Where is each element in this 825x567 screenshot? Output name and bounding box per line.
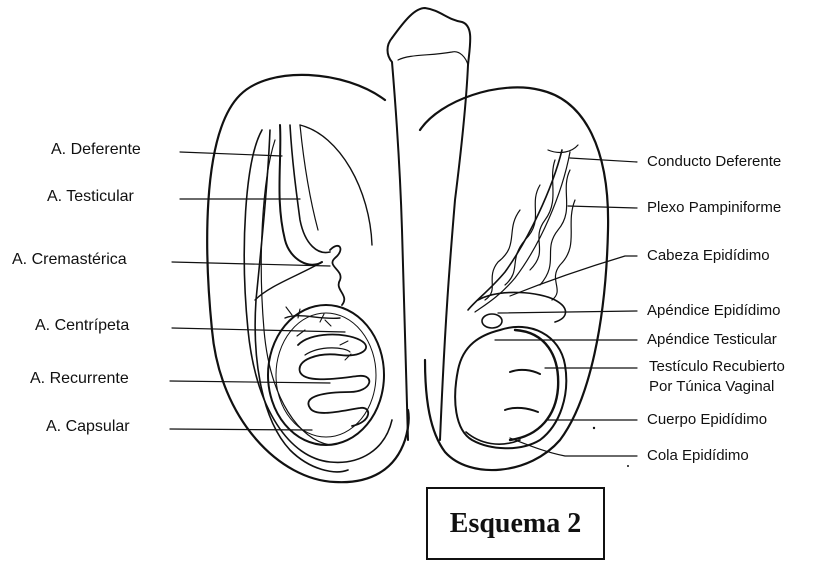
leader-lines-right <box>495 158 637 456</box>
label-a-testicular: A. Testicular <box>47 188 134 206</box>
label-testiculo-recubierto: Testículo Recubierto <box>649 358 785 376</box>
caption-box: Esquema 2 <box>426 487 605 560</box>
label-conducto-deferente: Conducto Deferente <box>647 153 781 171</box>
label-cabeza-epididimo: Cabeza Epidídimo <box>647 247 770 265</box>
mark-dot <box>593 427 595 429</box>
label-a-centripeta: A. Centrípeta <box>35 317 129 335</box>
label-apendice-epididimo: Apéndice Epidídimo <box>647 302 780 320</box>
mark-dot <box>627 465 629 467</box>
label-por-tunica-vaginal: Por Túnica Vaginal <box>649 378 774 396</box>
left-scrotum <box>207 75 409 482</box>
label-cola-epididimo: Cola Epidídimo <box>647 447 749 465</box>
label-apendice-testicular: Apéndice Testicular <box>647 331 777 349</box>
label-a-cremasterica: A. Cremastérica <box>12 251 127 269</box>
caption-text: Esquema 2 <box>450 508 581 540</box>
label-a-deferente: A. Deferente <box>51 141 141 159</box>
label-cuerpo-epididimo: Cuerpo Epidídimo <box>647 411 767 429</box>
label-plexo-pampiniforme: Plexo Pampiniforme <box>647 199 781 217</box>
label-a-recurrente: A. Recurrente <box>30 370 129 388</box>
label-a-capsular: A. Capsular <box>46 418 130 436</box>
